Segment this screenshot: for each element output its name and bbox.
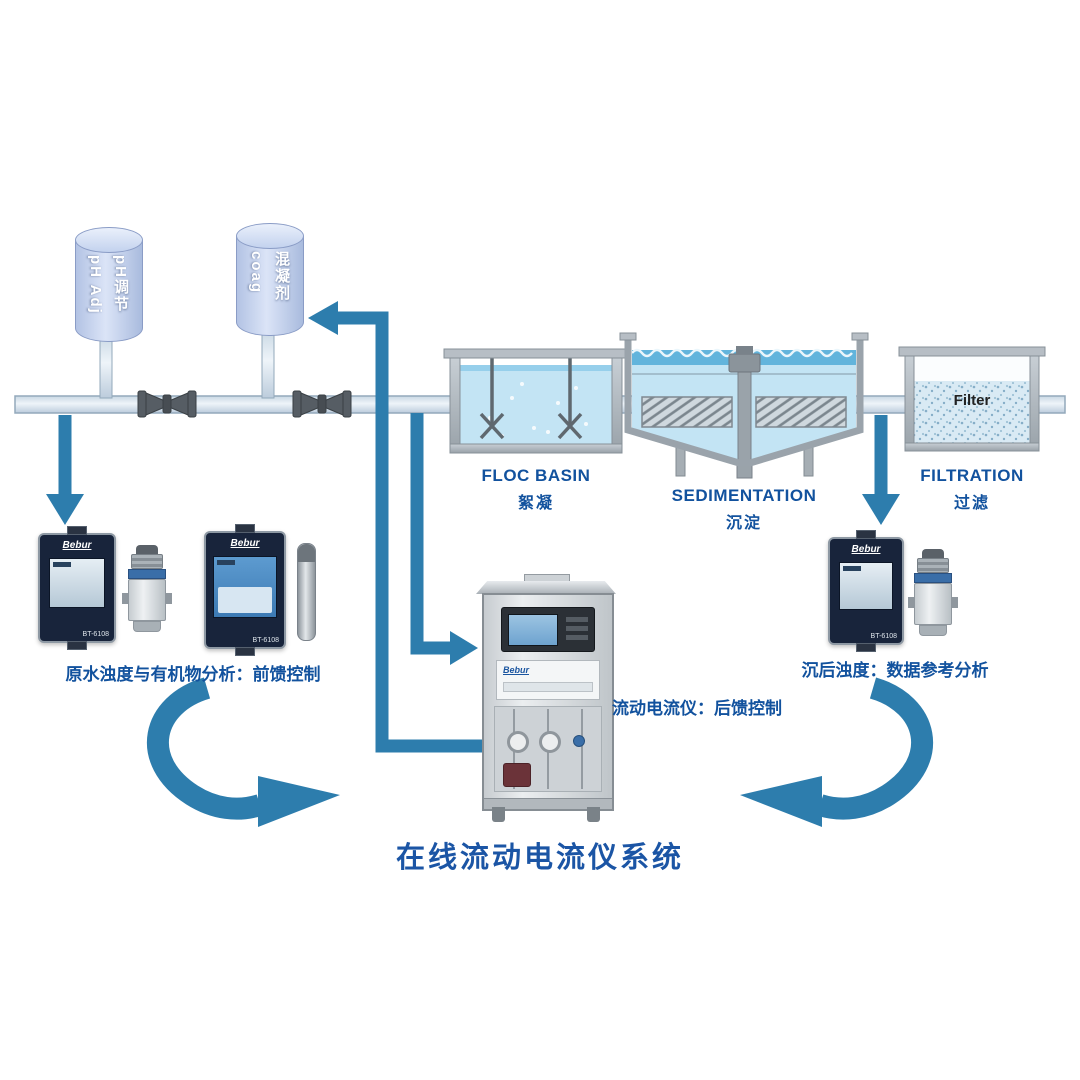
coag-tank-label-zh: 混凝剂 bbox=[273, 251, 290, 302]
sensor-cap bbox=[136, 545, 158, 554]
lamella-rack-left bbox=[641, 396, 733, 428]
settled-water-analyzer: Bebur BT-6108 bbox=[828, 530, 904, 652]
sensor-ring bbox=[914, 573, 952, 583]
cabinet-base bbox=[484, 798, 612, 809]
tank-lid bbox=[236, 223, 304, 249]
floc-basin-label-en: FLOC BASIN bbox=[481, 466, 591, 485]
filtration-label-en: FILTRATION bbox=[920, 466, 1024, 485]
filtration-tank bbox=[898, 346, 1046, 452]
sensor-port bbox=[165, 593, 172, 604]
mount-tab bbox=[235, 647, 255, 656]
sedimentation-label: SEDIMENTATION 沉淀 bbox=[644, 486, 844, 533]
sensor-ribs bbox=[131, 554, 163, 569]
floc-mixers bbox=[479, 353, 583, 440]
model-label: BT-6108 bbox=[82, 631, 109, 638]
sensor-body bbox=[908, 583, 958, 625]
brand-logo: Bebur bbox=[230, 538, 260, 549]
tank-lid bbox=[75, 227, 143, 253]
raw-water-analyzer-1: Bebur BT-6108 bbox=[38, 526, 116, 650]
pipe-valve-2 bbox=[292, 390, 352, 418]
arrow-sample-to-analyzer bbox=[410, 413, 478, 665]
filtration-label: FILTRATION 过滤 bbox=[872, 466, 1072, 513]
sensor-foot bbox=[133, 621, 161, 632]
floc-basin-label-zh: 絮凝 bbox=[517, 495, 554, 512]
analyzer-screen bbox=[213, 556, 277, 618]
coagulant-tank: coag 混凝剂 bbox=[236, 223, 304, 336]
sed-tank-walls bbox=[624, 336, 864, 467]
valve-knob bbox=[573, 734, 585, 747]
scraper-shaft bbox=[737, 369, 752, 465]
cabinet-plumbing bbox=[494, 705, 602, 793]
pipe-valve-1 bbox=[137, 390, 197, 418]
coag-tank-label-en: coag bbox=[248, 251, 265, 295]
sedimentation-label-zh: 沉淀 bbox=[725, 515, 762, 532]
mount-tab bbox=[67, 526, 87, 535]
filter-media-label: Filter bbox=[953, 392, 991, 409]
floc-basin-tank bbox=[443, 348, 629, 454]
ph-adjust-tank: pH Adj pH调节 bbox=[75, 227, 143, 342]
flow-cell-sensor-1 bbox=[122, 545, 172, 632]
mount-tab bbox=[856, 643, 876, 652]
scraper-drive bbox=[728, 353, 761, 373]
cabinet-analyzer-unit: Bebur bbox=[496, 660, 600, 700]
arrow-coag-dosing-feedback bbox=[308, 301, 489, 753]
arrow-raw-water-sample bbox=[46, 415, 84, 525]
analyzer-screen bbox=[839, 562, 893, 610]
ph-tank-label-zh: pH调节 bbox=[112, 255, 129, 313]
mount-tab bbox=[235, 524, 255, 533]
brand-logo: Bebur bbox=[851, 544, 881, 555]
streaming-current-cabinet: Bebur bbox=[476, 574, 616, 824]
immersion-probe bbox=[297, 543, 316, 641]
left-group-caption: 原水浊度与有机物分析：前馈控制 bbox=[65, 665, 321, 684]
mount-tab bbox=[67, 641, 87, 650]
lamella-rack-right bbox=[755, 396, 847, 428]
dosing-pump bbox=[503, 762, 531, 787]
model-label: BT-6108 bbox=[252, 637, 279, 644]
cabinet-controller bbox=[501, 607, 595, 653]
cabinet-canopy bbox=[476, 581, 616, 594]
sensor-port bbox=[908, 597, 915, 608]
model-label: BT-6108 bbox=[870, 633, 897, 640]
sensor-body bbox=[122, 579, 172, 621]
flow-cell-sensor-2 bbox=[908, 549, 958, 636]
controller-buttons bbox=[566, 617, 588, 641]
cabinet-body: Bebur bbox=[482, 593, 614, 811]
cabinet-leg bbox=[587, 807, 600, 822]
controller-screen bbox=[508, 614, 558, 646]
coag-dosing-stem bbox=[261, 329, 275, 399]
diagram-title: 在线流动电流仪系统 bbox=[395, 842, 684, 874]
raw-water-analyzer-2: Bebur BT-6108 bbox=[204, 524, 286, 656]
center-caption: 流动电流仪：后馈控制 bbox=[612, 699, 782, 718]
sensor-ribs bbox=[917, 558, 949, 573]
cabinet-leg bbox=[492, 807, 505, 822]
flow-arrows bbox=[46, 301, 934, 827]
sedimentation-label-en: SEDIMENTATION bbox=[671, 486, 817, 505]
pump-head bbox=[539, 730, 561, 753]
sensor-foot bbox=[919, 625, 947, 636]
ph-tank-label-en: pH Adj bbox=[87, 255, 104, 315]
right-group-caption: 沉后浊度：数据参考分析 bbox=[801, 661, 989, 680]
sensor-cap bbox=[922, 549, 944, 558]
sensor-port bbox=[122, 593, 129, 604]
tube bbox=[581, 708, 583, 790]
floc-basin-label: FLOC BASIN 絮凝 bbox=[436, 466, 636, 513]
swoosh-arrow-left bbox=[146, 677, 340, 827]
swoosh-arrow-right bbox=[740, 677, 934, 827]
sedimentation-tank bbox=[619, 332, 869, 479]
ph-dosing-stem bbox=[99, 333, 113, 399]
brand-logo: Bebur bbox=[503, 665, 530, 676]
brand-logo: Bebur bbox=[62, 540, 92, 551]
pump-head bbox=[507, 730, 529, 753]
sensor-ring bbox=[128, 569, 166, 579]
arrow-settled-water-sample bbox=[862, 415, 900, 525]
mount-tab bbox=[856, 530, 876, 539]
filtration-label-zh: 过滤 bbox=[953, 495, 990, 512]
sensor-port bbox=[951, 597, 958, 608]
analyzer-screen bbox=[49, 558, 105, 608]
